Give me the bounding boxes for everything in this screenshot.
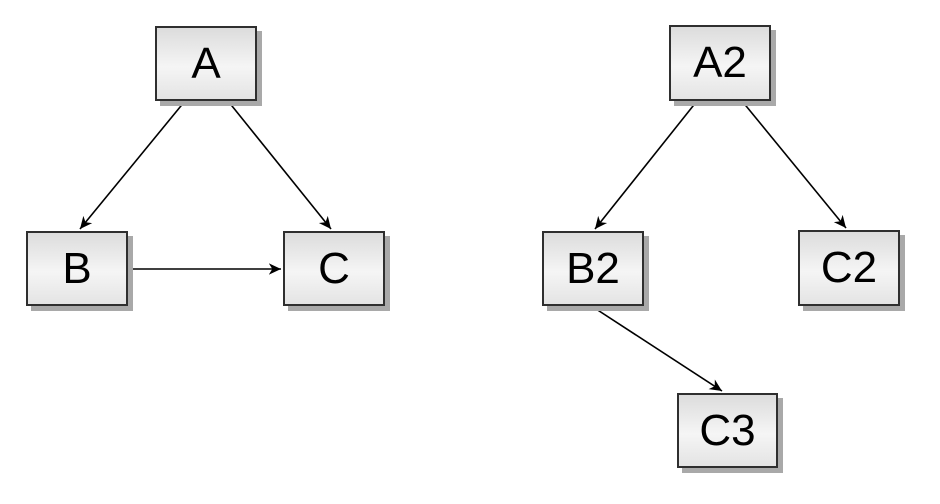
node-A2: A2 bbox=[669, 25, 771, 101]
node-B2: B2 bbox=[542, 231, 644, 306]
node-label: B bbox=[62, 243, 92, 293]
node-label: B2 bbox=[566, 243, 620, 293]
node-C2: C2 bbox=[798, 230, 900, 306]
node-C: C bbox=[283, 231, 385, 306]
node-label: A2 bbox=[693, 38, 747, 87]
node-label: A bbox=[191, 38, 221, 88]
node-label: C bbox=[318, 243, 350, 293]
node-B: B bbox=[26, 231, 128, 306]
node-label: C3 bbox=[699, 405, 756, 455]
node-A: A bbox=[155, 26, 257, 101]
node-C3: C3 bbox=[677, 393, 778, 468]
node-label: C2 bbox=[820, 243, 878, 292]
